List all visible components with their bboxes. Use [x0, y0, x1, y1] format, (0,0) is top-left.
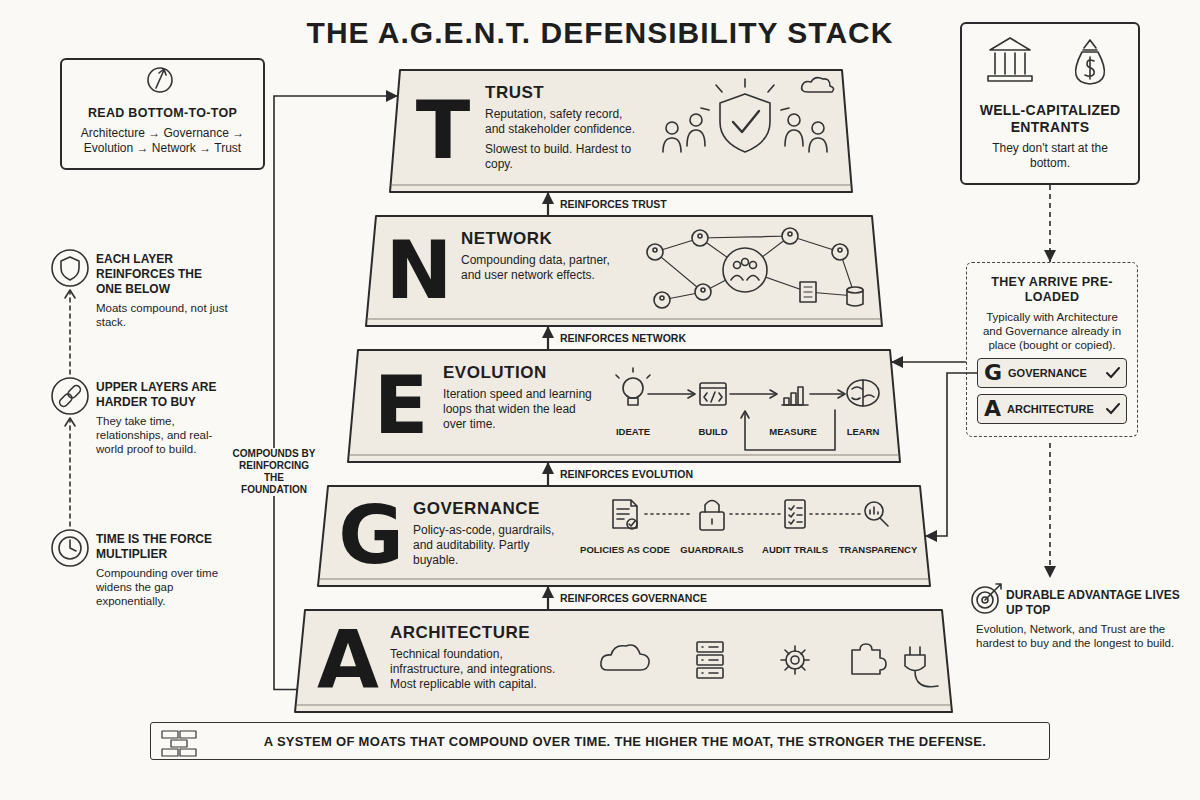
connector-arrow	[547, 326, 549, 350]
note-text: Evolution, Network, and Trust are the ha…	[976, 622, 1182, 650]
leader-arrow	[1049, 443, 1051, 578]
icon-label: TRANSPARENCY	[839, 544, 917, 555]
layer-heading: TRUST	[485, 83, 544, 103]
callout-box: WELL-CAPITALIZED ENTRANTS They don't star…	[960, 22, 1140, 185]
connector-label: REINFORCES EVOLUTION	[557, 468, 696, 481]
icon-label: BUILD	[698, 426, 727, 437]
learning-loop-illustration	[616, 368, 879, 450]
icon-label: LEARN	[847, 426, 880, 437]
stack-layer: E EVOLUTION Iteration speed and learning l…	[348, 350, 900, 462]
connector-label: REINFORCES NETWORK	[557, 332, 689, 345]
callout-box: READ BOTTOM-TO-TOP Architecture → Governa…	[60, 58, 265, 170]
item-label: ARCHITECTURE	[1007, 403, 1094, 415]
layer-heading: GOVERNANCE	[413, 499, 540, 519]
connector-arrow	[547, 586, 549, 610]
layer-letter: E	[366, 366, 436, 446]
checked-item-box: G GOVERNANCE	[977, 358, 1127, 388]
stack-layer: G GOVERNANCE Policy-as-code, guardrails, a…	[318, 486, 930, 586]
layer-heading: NETWORK	[461, 229, 552, 249]
layer-description: Policy-as-code, guardrails, and auditabi…	[413, 523, 563, 568]
bank-icon	[988, 38, 1032, 81]
compass-icon	[148, 68, 172, 92]
connector-arrow	[891, 361, 966, 363]
check-mark	[1106, 367, 1120, 379]
box-text: Typically with Architecture and Governan…	[977, 310, 1127, 352]
note-text: They take time, relationships, and real-…	[96, 414, 228, 456]
layer-outline	[348, 350, 900, 462]
stack-layer: N NETWORK Compounding data, partner, and u…	[366, 216, 882, 326]
connector-arrow	[925, 373, 977, 536]
box-heading: WELL-CAPITALIZED ENTRANTS	[972, 102, 1128, 136]
icon-label: GUARDRAILS	[680, 544, 743, 555]
network-illustration	[647, 228, 863, 308]
checked-item-box: A ARCHITECTURE	[977, 394, 1127, 424]
bricks-icon	[162, 731, 196, 756]
box-text: Architecture → Governance → Evolution → …	[72, 126, 253, 156]
note-text: Moats compound, not just stack.	[96, 301, 228, 329]
note-heading: EACH LAYER REINFORCES THE ONE BELOW	[96, 252, 228, 297]
connector-arrow	[547, 462, 549, 486]
trust-illustration	[663, 78, 834, 152]
layer-fill	[295, 70, 952, 712]
note-heading: TIME IS THE FORCE MULTIPLIER	[96, 532, 228, 562]
layer-letter: A	[313, 621, 383, 701]
layer-description: Iteration speed and learning loops that …	[443, 387, 593, 432]
box-heading: READ BOTTOM-TO-TOP	[72, 106, 253, 121]
layer-letter: T	[408, 91, 478, 171]
layer-letter: N	[384, 231, 454, 311]
note-text: Compounding over time widens the gap exp…	[96, 566, 228, 608]
box-heading: THEY ARRIVE PRE-LOADED	[977, 275, 1127, 305]
stack-layer: A ARCHITECTURE Technical foundation, infra…	[295, 610, 952, 712]
connector-label: REINFORCES TRUST	[557, 198, 670, 211]
check-mark	[1106, 403, 1120, 415]
link-icon	[52, 378, 88, 414]
note-heading: UPPER LAYERS ARE HARDER TO BUY	[96, 380, 228, 410]
layer-heading: EVOLUTION	[443, 363, 547, 383]
note-heading: DURABLE ADVANTAGE LIVES UP TOP	[1006, 588, 1182, 618]
layer-letter: G	[336, 496, 406, 576]
layer-description: Reputation, safety record, and stakehold…	[485, 107, 645, 137]
layer-heading: ARCHITECTURE	[390, 623, 530, 643]
connector-label: COMPOUNDS BY REINFORCING THE FOUNDATION	[229, 448, 319, 496]
layer-description: Slowest to build. Hardest to copy.	[485, 142, 645, 172]
architecture-illustration	[601, 642, 938, 687]
icon-label: AUDIT TRAILS	[762, 544, 828, 555]
layer-outline	[318, 486, 930, 586]
item-label: GOVERNANCE	[1008, 367, 1087, 379]
item-letter: A	[984, 398, 1001, 420]
target-icon	[972, 584, 1001, 613]
icon-label: POLICIES AS CODE	[580, 544, 670, 555]
item-letter: G	[984, 362, 1002, 384]
dashed-up-arrow	[65, 290, 75, 526]
stack-layer: T TRUST Reputation, safety record, and sta…	[390, 70, 852, 192]
layer-description: Compounding data, partner, and user netw…	[461, 253, 621, 283]
icon-label: MEASURE	[769, 426, 817, 437]
connector-arrow	[547, 192, 549, 216]
caption-banner: A SYSTEM OF MOATS THAT COMPOUND OVER TIM…	[150, 722, 1050, 760]
box-text: They don't start at the bottom.	[972, 141, 1128, 171]
icon-label: IDEATE	[616, 426, 650, 437]
money-bag-icon	[1076, 40, 1105, 84]
shield-icon	[52, 250, 88, 286]
layer-description: Technical foundation, infrastructure, an…	[390, 647, 575, 692]
clock-icon	[52, 530, 88, 566]
connector-label: REINFORCES GOVERNANCE	[557, 592, 710, 605]
dashed-group-box: THEY ARRIVE PRE-LOADED Typically with Arc…	[966, 262, 1138, 437]
connector-arrow	[1049, 185, 1051, 262]
governance-illustration	[613, 500, 888, 530]
